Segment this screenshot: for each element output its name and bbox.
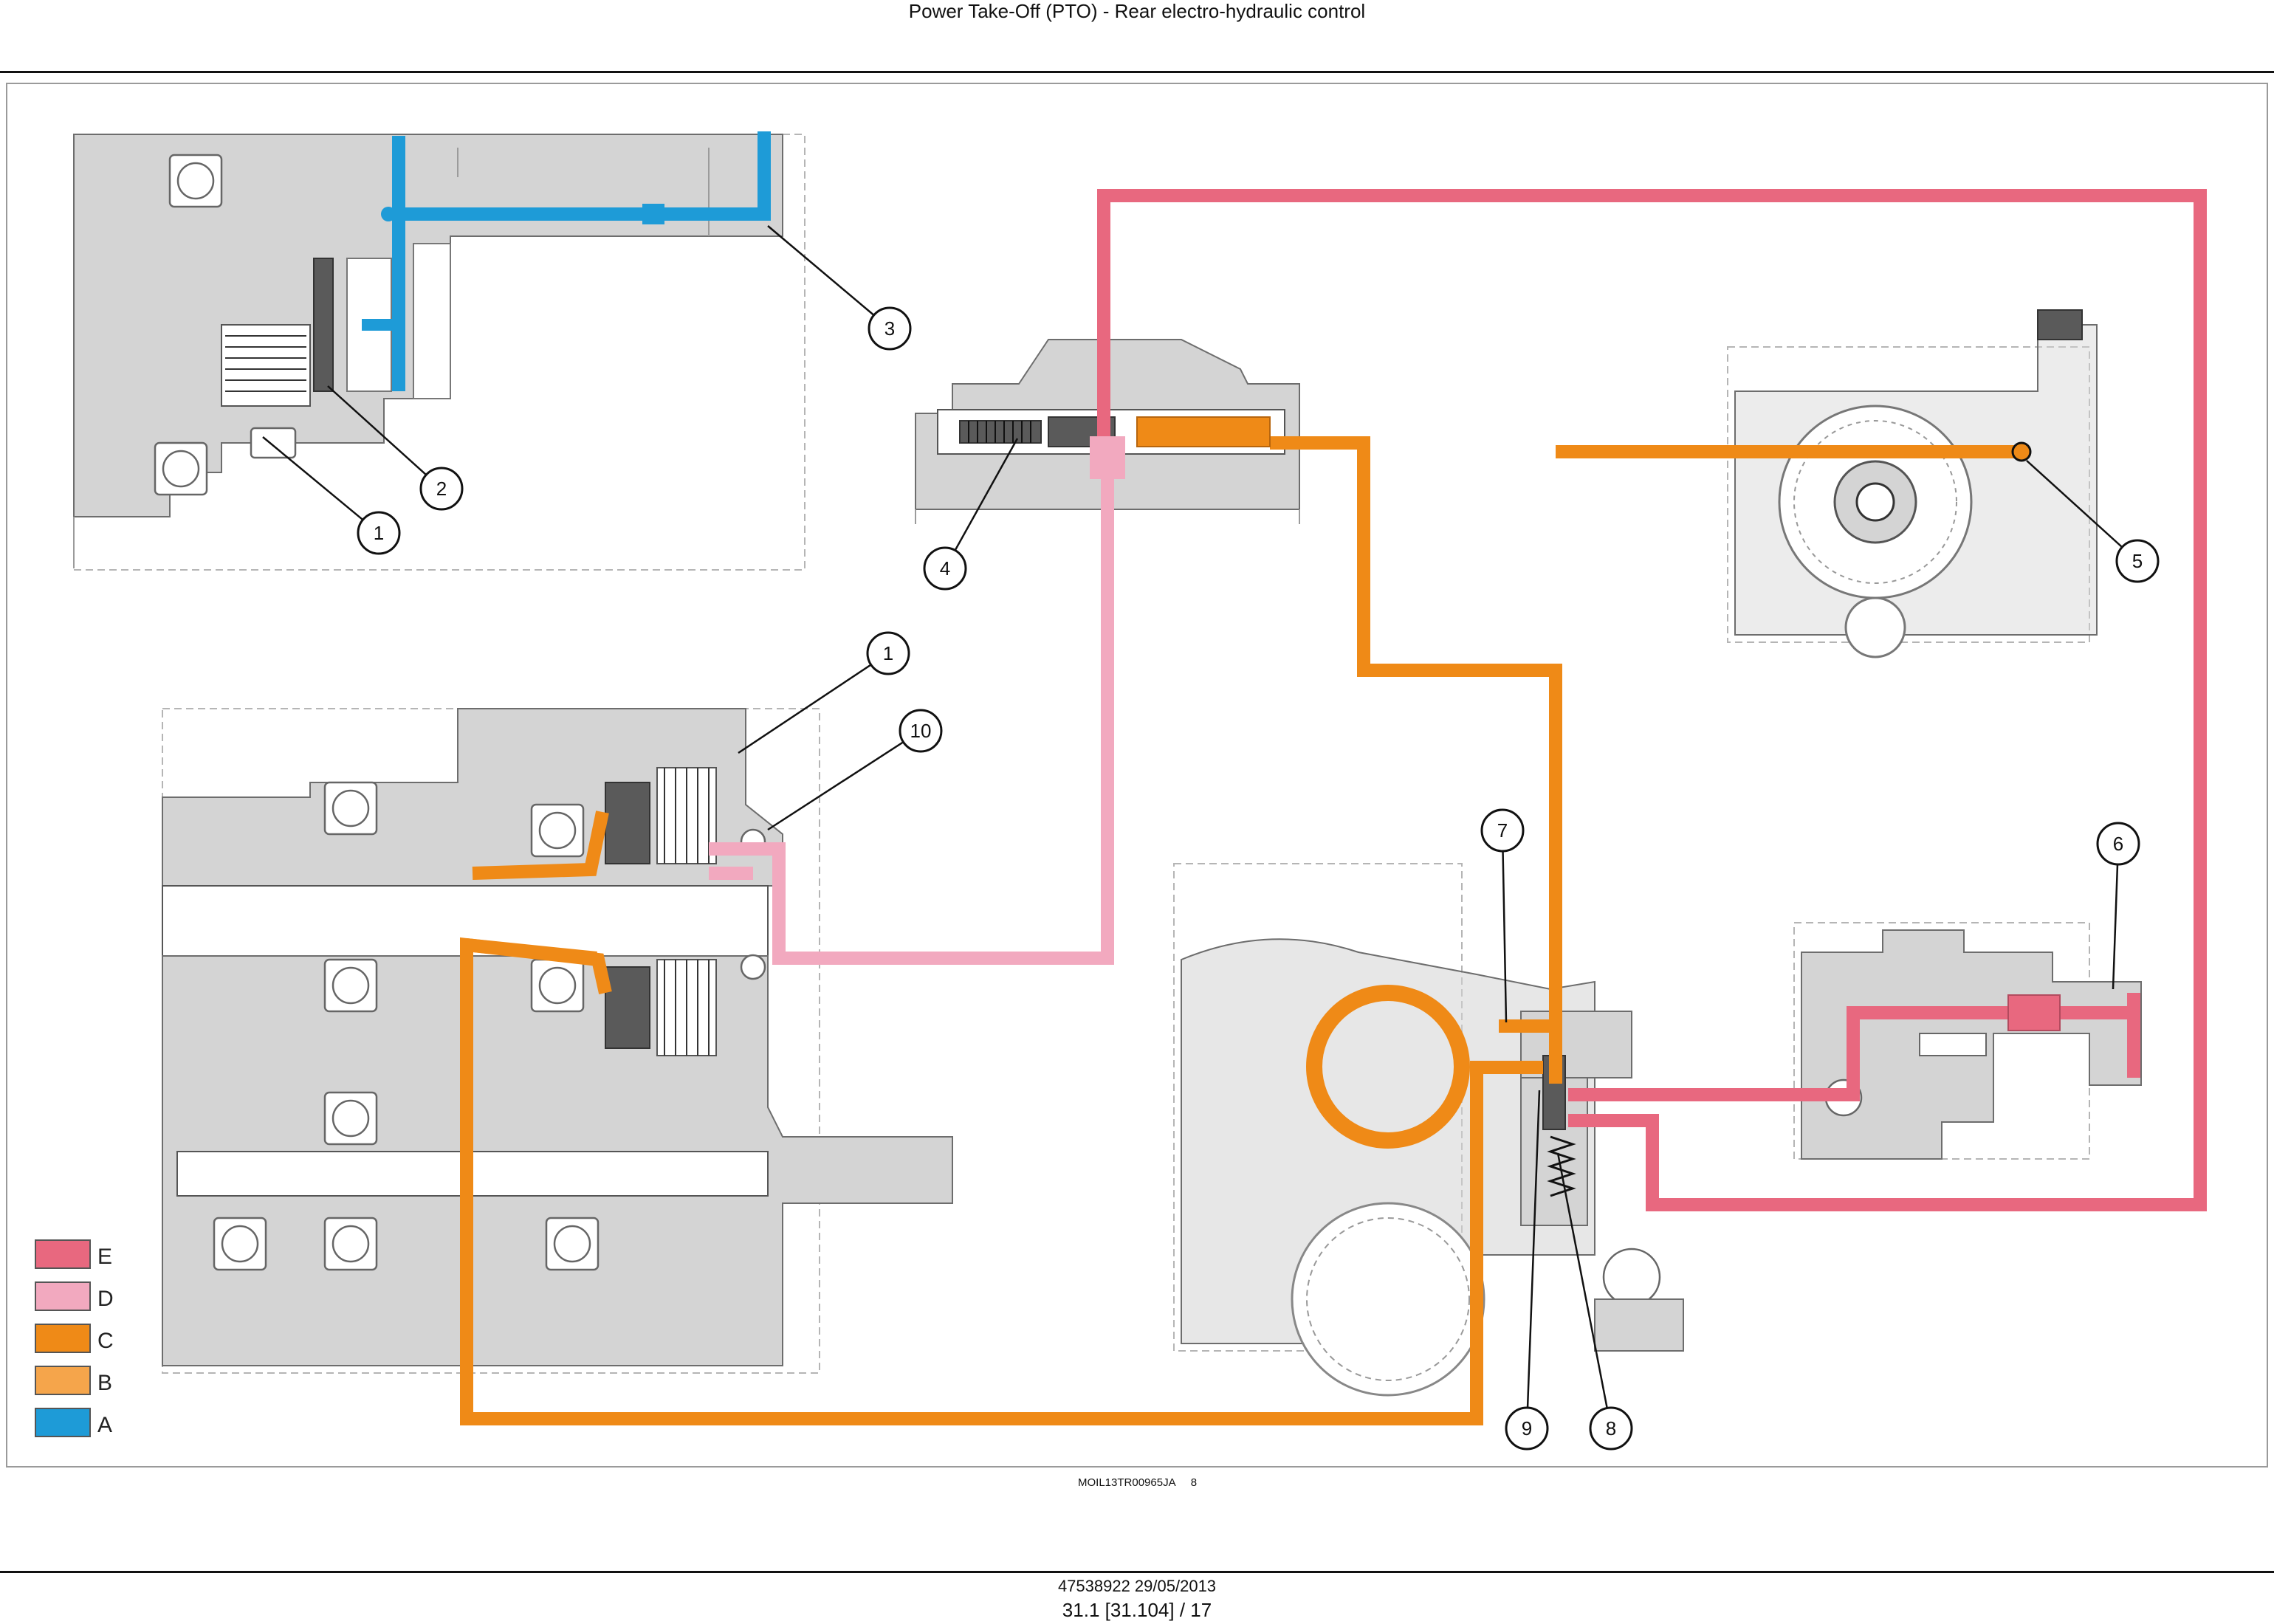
svg-text:10: 10: [910, 720, 932, 742]
footer-document-code: 47538922 29/05/2013: [1057, 1577, 1217, 1595]
callout-6: 6: [2096, 822, 2140, 866]
svg-text:1: 1: [883, 642, 893, 664]
svg-text:C: C: [97, 1329, 114, 1353]
legend-item-d: D: [35, 1281, 114, 1311]
pump-housing-drawing: [1727, 309, 2098, 658]
svg-text:2: 2: [436, 478, 447, 500]
figure-number: 8: [1190, 1476, 1198, 1489]
image-reference-code: MOIL13TR00965JA: [1078, 1476, 1176, 1489]
color-legend: E D C B A: [35, 1239, 114, 1437]
callout-10: 10: [899, 709, 943, 753]
svg-text:A: A: [97, 1413, 112, 1437]
circuit-e-lines: [1097, 189, 2207, 1211]
svg-text:B: B: [97, 1371, 112, 1395]
legend-item-c: C: [35, 1324, 114, 1353]
footer-page-reference: 31.1 [31.104] / 17: [1062, 1599, 1212, 1621]
callout-1-lower: 1: [866, 631, 910, 675]
legend-item-b: B: [35, 1366, 112, 1395]
svg-text:5: 5: [2132, 550, 2143, 572]
diagram-frame: [6, 83, 2268, 1468]
header-rule: [0, 71, 2274, 73]
svg-text:4: 4: [940, 557, 950, 579]
legend-item-a: A: [35, 1408, 112, 1437]
legend-item-e: E: [35, 1239, 112, 1269]
callout-3: 3: [868, 306, 912, 351]
svg-text:1: 1: [374, 522, 384, 544]
svg-text:9: 9: [1522, 1417, 1532, 1439]
footer-rule: [0, 1571, 2274, 1573]
circuit-c-lines: [460, 416, 2032, 1425]
svg-text:E: E: [97, 1245, 112, 1269]
callout-2: 2: [419, 467, 464, 511]
callout-4: 4: [923, 546, 967, 591]
svg-text:8: 8: [1606, 1417, 1616, 1439]
callout-8: 8: [1589, 1406, 1633, 1451]
page-title: Power Take-Off (PTO) - Rear electro-hydr…: [908, 0, 1366, 22]
callout-9: 9: [1505, 1406, 1549, 1451]
callout-1-upper: 1: [357, 511, 401, 555]
callout-leaders: [262, 225, 2138, 1429]
circuit-d-lines: [709, 436, 1125, 965]
svg-text:7: 7: [1497, 819, 1508, 842]
gearbox-section-drawing: [162, 708, 953, 1374]
solenoid-valve-drawing: [1793, 922, 2142, 1160]
callout-7: 7: [1480, 808, 1525, 853]
svg-text:D: D: [97, 1287, 114, 1311]
svg-text:3: 3: [884, 317, 895, 340]
upper-left-clutch-drawing: [73, 131, 805, 571]
svg-text:6: 6: [2113, 833, 2123, 855]
figure-reference: MOIL13TR00965JA 8: [1078, 1476, 1209, 1489]
callout-5: 5: [2115, 539, 2160, 583]
